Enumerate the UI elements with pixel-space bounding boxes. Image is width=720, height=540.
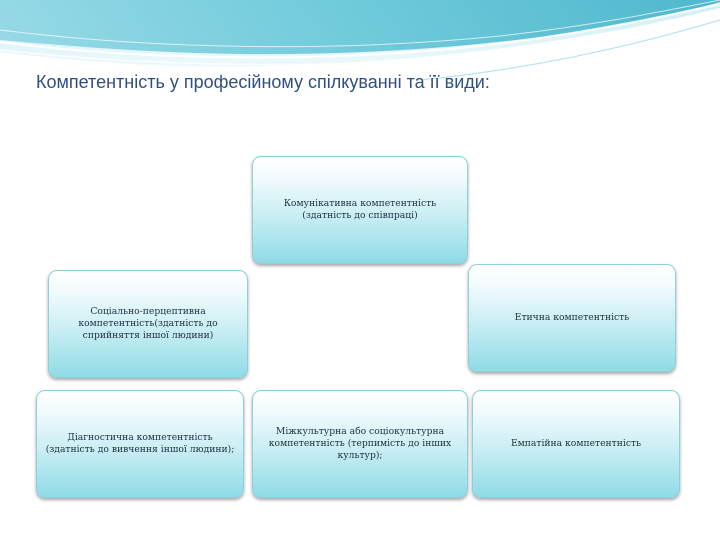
box-communicative-line-2: (здатність до співпраці) [302,210,418,221]
box-empathic-text: Емпатійна компетентність [510,438,642,449]
box-diagnostic-competence: Діагностична компетентність (здатність д… [36,390,244,498]
box-ethical-text: Етична компетентність [514,312,630,323]
box-intercultural-competence: Міжкультурна або соціокультурна компетен… [252,390,468,498]
box-diagnostic-text: Діагностична компетентність (здатність д… [46,432,235,456]
box-intercultural-line-3: культур); [337,450,383,461]
box-diagnostic-line-2: (здатність до вивчення іншої людини); [45,444,235,455]
box-empathic-competence: Емпатійна компетентність [472,390,680,498]
box-social-perceptive-line-1: Соціально-перцептивна [90,306,206,317]
box-social-perceptive-competence: Соціально-перцептивна компетентність(зда… [48,270,248,378]
box-ethical-competence: Етична компетентність [468,264,676,372]
box-intercultural-line-2: компетентність (терпимість до інших [268,438,452,449]
box-social-perceptive-text: Соціально-перцептивна компетентність(зда… [78,306,217,342]
box-communicative-text: Комунікативна компетентність (здатність … [284,198,436,222]
box-intercultural-line-1: Міжкультурна або соціокультурна [275,426,445,437]
box-communicative-line-1: Комунікативна компетентність [283,198,437,209]
box-communicative-competence: Комунікативна компетентність (здатність … [252,156,468,264]
header-wave-decoration [0,0,720,80]
box-diagnostic-line-1: Діагностична компетентність [67,432,213,443]
box-intercultural-text: Міжкультурна або соціокультурна компетен… [269,426,451,462]
box-social-perceptive-line-3: сприйняття іншої людини) [82,330,214,341]
page-title: Компетентність у професійному спілкуванн… [36,72,490,92]
box-social-perceptive-line-2: компетентність(здатність до [78,318,218,329]
